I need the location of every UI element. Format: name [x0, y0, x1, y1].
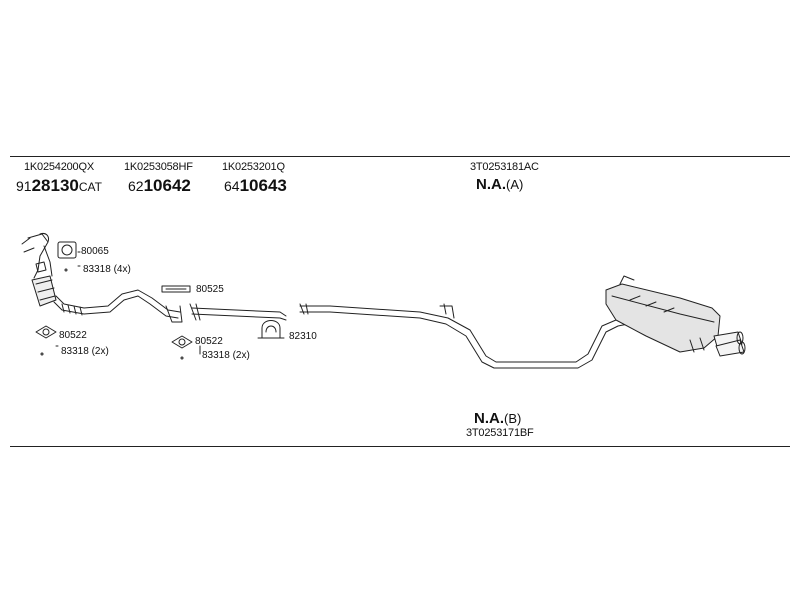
- part-number-p3: 1K0253201Q: [222, 161, 285, 173]
- variant-p5: (B): [504, 411, 522, 426]
- position-p1: 91: [16, 178, 32, 194]
- rear-muffler: [605, 275, 746, 357]
- code-p3: 10643: [239, 176, 287, 195]
- part-number-p1: 1K0254200QX: [24, 161, 94, 173]
- label-83318-2x-mid: 83318 (2x): [202, 350, 250, 361]
- label-80522-left: 80522: [59, 330, 87, 341]
- catalog-code-p2: 6210642: [128, 176, 191, 196]
- hanger-80525: [161, 285, 191, 293]
- suffix-p1: CAT: [78, 180, 102, 194]
- catalytic-converter: [21, 233, 57, 307]
- part-number-p4: 3T0253181AC: [470, 161, 539, 173]
- label-83318-4x: 83318 (4x): [83, 264, 131, 275]
- label-80065: 80065: [81, 246, 109, 257]
- gasket-80522-mid-icon: [171, 335, 193, 349]
- label-83318-2x-left: 83318 (2x): [61, 346, 109, 357]
- middle-pipe-2: [299, 303, 629, 369]
- label-80522-mid: 80522: [195, 336, 223, 347]
- bottom-rule: [10, 446, 790, 447]
- gasket-80065-icon: [57, 241, 77, 259]
- part-number-p2: 1K0253058HF: [124, 161, 193, 173]
- na-p5: N.A.: [474, 410, 504, 427]
- position-p2: 62: [128, 178, 144, 194]
- middle-pipe-1: [189, 303, 287, 321]
- part-number-p5: 3T0253171BF: [466, 427, 534, 439]
- position-p3: 64: [224, 178, 240, 194]
- bolt-markers: [40, 251, 201, 360]
- gasket-80522-left-icon: [35, 325, 57, 339]
- availability-p5: N.A.(B): [474, 410, 521, 427]
- code-p2: 10642: [143, 176, 191, 195]
- label-80525: 80525: [196, 284, 224, 295]
- front-pipe: [53, 289, 183, 323]
- availability-p4: N.A.(A): [476, 176, 523, 193]
- top-rule: [10, 156, 790, 157]
- clamp-82310-icon: [257, 320, 285, 339]
- code-p1: 28130: [31, 176, 79, 195]
- catalog-code-p3: 6410643: [224, 176, 287, 196]
- na-p4: N.A.: [476, 176, 506, 193]
- catalog-code-p1: 9128130CAT: [16, 176, 102, 196]
- variant-p4: (A): [506, 177, 524, 192]
- label-82310: 82310: [289, 331, 317, 342]
